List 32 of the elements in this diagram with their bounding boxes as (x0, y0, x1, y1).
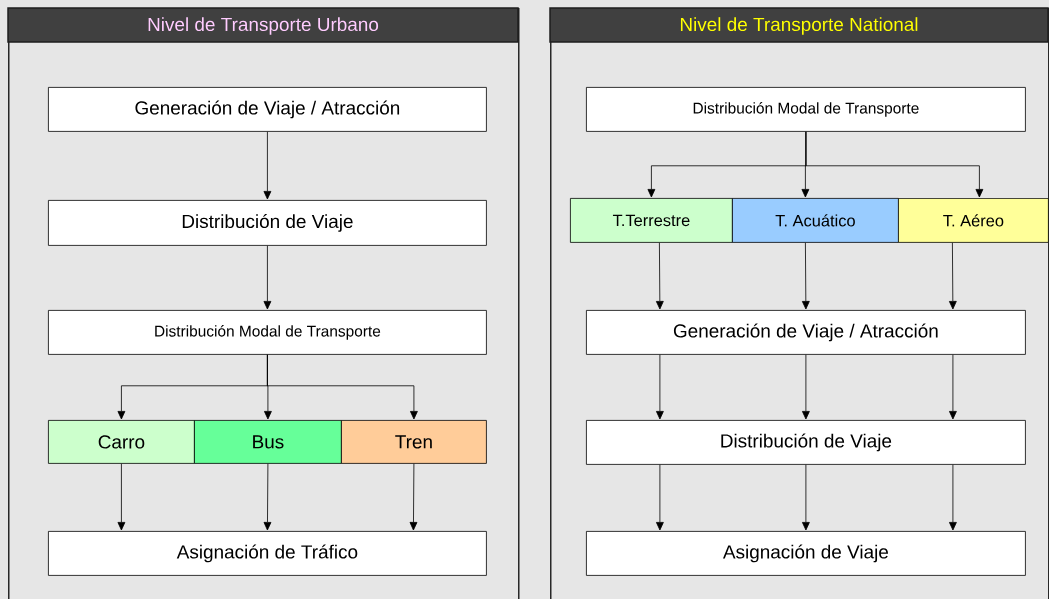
process-box: Distribución de Viaje (586, 420, 1026, 465)
arrow (656, 354, 664, 420)
arrow (949, 354, 957, 420)
mode-box: Carro (48, 420, 195, 464)
arrow (409, 463, 418, 531)
arrow (117, 463, 126, 531)
process-box: Asignación de Tráfico (48, 531, 487, 576)
panel-heading: Nivel de Transporte Urbano (7, 7, 519, 43)
mode-box: T. Acuático (732, 198, 899, 243)
arrow (656, 464, 664, 531)
arrow (949, 464, 957, 531)
arrow (655, 242, 664, 310)
process-box: Distribución Modal de Transporte (586, 87, 1026, 132)
arrow (263, 245, 272, 310)
mode-box: T.Terrestre (570, 198, 733, 243)
arrow (267, 354, 418, 420)
mode-box: T. Aéreo (898, 198, 1049, 243)
process-box: Distribución de Viaje (48, 200, 487, 246)
arrow (805, 131, 984, 198)
arrow (802, 354, 810, 420)
process-box: Generación de Viaje / Atracción (586, 310, 1026, 355)
arrow (263, 131, 272, 200)
process-box: Distribución Modal de Transporte (48, 310, 487, 355)
arrow (801, 242, 810, 310)
arrow (948, 242, 957, 310)
mode-box: Bus (194, 420, 342, 464)
mode-box: Tren (341, 420, 487, 464)
process-box: Asignación de Viaje (586, 531, 1026, 576)
process-box: Generación de Viaje / Atracción (48, 87, 487, 132)
arrow (263, 463, 272, 531)
panel-heading: Nivel de Transporte National (549, 7, 1049, 43)
arrow (802, 464, 810, 531)
